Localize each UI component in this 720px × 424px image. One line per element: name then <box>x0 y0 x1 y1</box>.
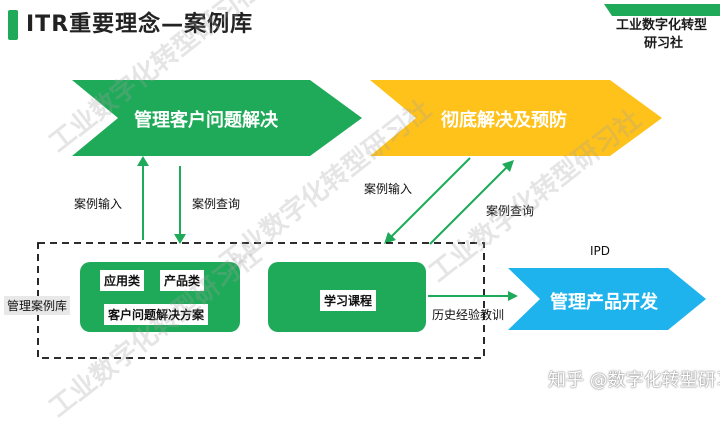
logo-bg <box>600 4 720 56</box>
manage-problem-label: 管理客户问题解决 <box>134 110 278 131</box>
page-title: ITR重要理念—案例库 <box>26 12 254 37</box>
case-query-right-head <box>502 160 514 172</box>
case-query-right-label: 案例查询 <box>486 204 535 218</box>
case-input-right-label: 案例输入 <box>364 182 413 196</box>
product-dev-label: 管理产品开发 <box>550 292 658 313</box>
history-label: 历史经验教训 <box>432 308 505 322</box>
product-dev-arrow <box>508 268 706 330</box>
solution-chip: 客户问题解决方案 <box>104 304 209 325</box>
case-library-label: 管理案例库 <box>4 296 71 315</box>
case-library-box <box>37 242 485 359</box>
title-accent-bar <box>8 10 18 40</box>
case-query-right-line <box>429 165 509 245</box>
case-input-left-label: 案例输入 <box>74 197 123 211</box>
product-class-chip: 产品类 <box>160 270 205 291</box>
prevent-label: 彻底解决及预防 <box>441 110 567 131</box>
app-class-chip: 应用类 <box>100 270 145 291</box>
prevent-arrow <box>370 80 662 156</box>
logo-text-line2: 研习社 <box>644 36 684 51</box>
ipd-label: IPD <box>590 244 611 258</box>
footer-credit: 知乎 @数字化转型研习社 <box>548 370 720 391</box>
course-chip: 学习课程 <box>320 290 377 311</box>
case-query-left-head <box>174 234 186 244</box>
history-head <box>508 291 518 301</box>
case-input-right-line <box>389 157 471 239</box>
logo-stripe <box>604 4 720 16</box>
case-input-left-head <box>137 156 149 166</box>
case-query-left-label: 案例查询 <box>192 197 241 211</box>
manage-problem-arrow <box>72 80 362 156</box>
logo-text-line1: 工业数字化转型 <box>616 18 708 33</box>
case-input-right-head <box>384 232 396 244</box>
